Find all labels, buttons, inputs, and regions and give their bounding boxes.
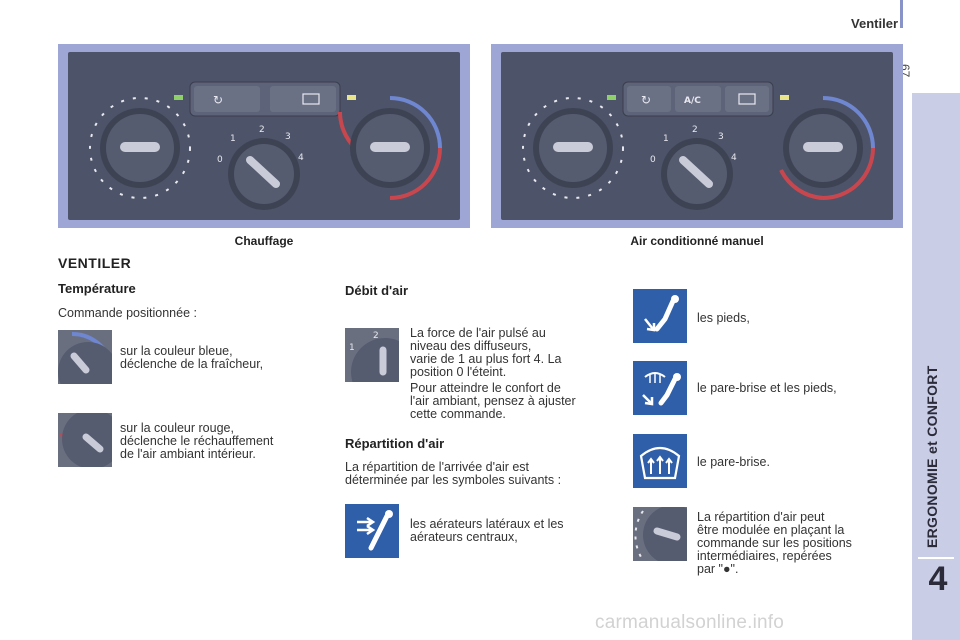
face-vents-symbol xyxy=(345,504,399,558)
fan-scale-0: 0 xyxy=(650,155,656,165)
indicator-light-right xyxy=(780,95,789,100)
chapter-side-tab xyxy=(912,93,960,640)
distribution-knob-thumbnail xyxy=(633,507,687,561)
intermediate-text-line-3: commande sur les positions xyxy=(697,536,852,550)
fan-scale-1: 1 xyxy=(663,134,669,144)
rear-defrost-icon xyxy=(738,93,756,105)
heading-distribution: Répartition d'air xyxy=(345,436,445,451)
face-vents-icon xyxy=(357,510,393,551)
blue-text-line-1: sur la couleur bleue, xyxy=(120,344,233,358)
airflow-p2-line-1: Pour atteindre le confort de xyxy=(410,381,561,395)
ac-button-label: A/C xyxy=(684,96,701,106)
vents-text-line-2: aérateurs centraux, xyxy=(410,530,518,544)
fan-scale-4: 4 xyxy=(731,153,737,163)
fan-scale-3: 3 xyxy=(718,132,724,142)
heading-temperature: Température xyxy=(58,281,136,296)
indicator-light-left xyxy=(174,95,183,100)
fan-knob-thumbnail: 1 2 xyxy=(345,328,399,382)
airflow-p2-line-3: cette commande. xyxy=(410,407,506,421)
feet-text: les pieds, xyxy=(697,311,750,325)
fan-scale-2: 2 xyxy=(259,125,265,135)
temperature-intro: Commande positionnée : xyxy=(58,306,197,320)
heading-airflow: Débit d'air xyxy=(345,283,409,298)
fan-scale-1: 1 xyxy=(230,134,236,144)
red-text-line-2: déclenche le réchauffement xyxy=(120,434,274,448)
section-heading-ventiler: VENTILER xyxy=(58,255,132,271)
windscreen-text: le pare-brise. xyxy=(697,455,770,469)
airflow-p1-line-2: niveau des diffuseurs, xyxy=(410,339,532,353)
airflow-p1-line-1: La force de l'air pulsé au xyxy=(410,326,546,340)
recirculation-icon: ↻ xyxy=(641,93,651,107)
airflow-p1-line-4: position 0 l'éteint. xyxy=(410,365,507,379)
fan-scale-4: 4 xyxy=(298,153,304,163)
red-text-line-3: de l'air ambiant intérieur. xyxy=(120,447,256,461)
recirculation-icon: ↻ xyxy=(213,93,223,107)
distribution-intro-line-2: déterminée par les symboles suivants : xyxy=(345,473,562,487)
air-conditioning-control-panel-image: ↻ A/C 0 1 2 3 4 xyxy=(491,44,903,228)
blue-text-line-2: déclenche de la fraîcheur, xyxy=(120,357,264,371)
intermediate-text-line-4: intermédiaires, repérées xyxy=(697,549,832,563)
fan-scale-3: 3 xyxy=(285,132,291,142)
temperature-knob-blue-thumbnail xyxy=(58,330,112,384)
feet-symbol xyxy=(633,289,687,343)
chapter-tab-rule xyxy=(918,557,954,559)
windscreen-icon xyxy=(639,446,681,480)
fan-scale-2: 2 xyxy=(692,125,698,135)
ac-panel-caption: Air conditionné manuel xyxy=(630,234,764,248)
chapter-tab-label: ERGONOMIE et CONFORT xyxy=(924,365,940,548)
intermediate-text-line-2: être modulée en plaçant la xyxy=(697,523,845,537)
heating-panel-caption: Chauffage xyxy=(234,234,294,248)
page-header-title: Ventiler xyxy=(851,16,898,31)
indicator-light-left xyxy=(607,95,616,100)
windscreen-feet-symbol xyxy=(633,361,687,415)
fan-scale-1: 1 xyxy=(349,343,355,353)
watermark: carmanualsonline.info xyxy=(595,612,785,633)
header-rule xyxy=(900,0,903,28)
rear-defrost-icon xyxy=(302,93,320,105)
airflow-p2-line-2: l'air ambiant, pensez à ajuster xyxy=(410,394,576,408)
intermediate-text-line-5: par "●". xyxy=(697,562,739,576)
red-text-line-1: sur la couleur rouge, xyxy=(120,421,234,435)
feet-icon xyxy=(644,295,679,332)
vents-text-line-1: les aérateurs latéraux et les xyxy=(410,517,564,531)
windscreen-feet-icon xyxy=(642,372,681,406)
fan-scale-2: 2 xyxy=(373,331,379,341)
temperature-knob-red-thumbnail xyxy=(58,413,112,467)
windscreen-symbol xyxy=(633,434,687,488)
fan-scale-0: 0 xyxy=(217,155,223,165)
heating-control-panel-image: ↻ 0 1 2 3 4 xyxy=(58,44,470,228)
chapter-number: 4 xyxy=(928,560,948,598)
intermediate-text-line-1: La répartition d'air peut xyxy=(697,510,825,524)
airflow-p1-line-3: varie de 1 au plus fort 4. La xyxy=(410,352,562,366)
windscreen-feet-text: le pare-brise et les pieds, xyxy=(697,381,837,395)
distribution-intro-line-1: La répartition de l'arrivée d'air est xyxy=(345,460,530,474)
indicator-light-right xyxy=(347,95,356,100)
